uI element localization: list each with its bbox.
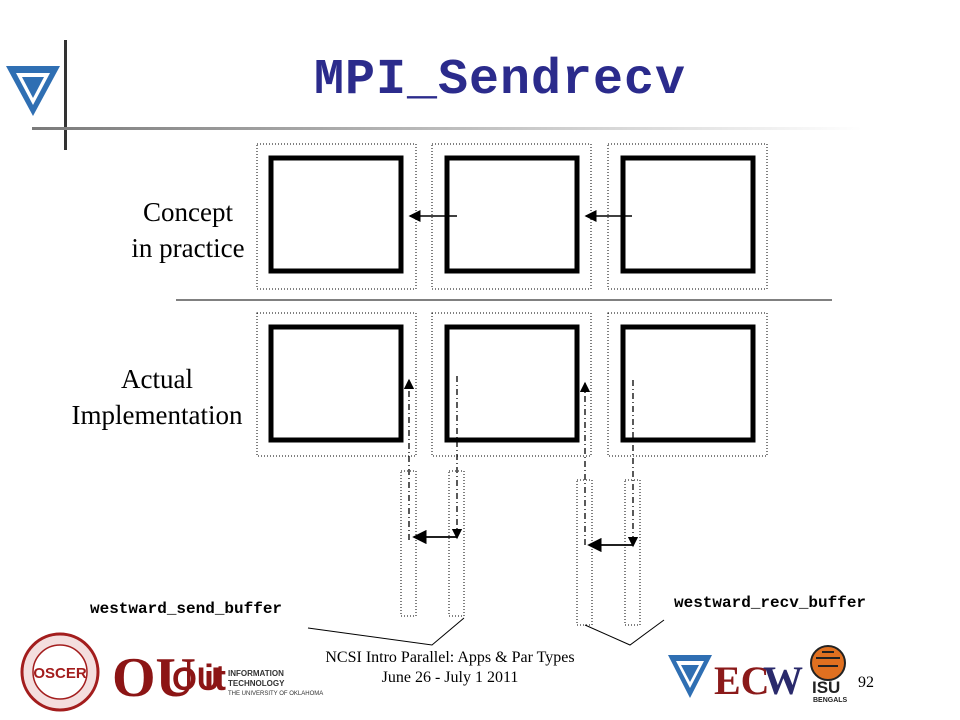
actual-process-2: [431, 312, 592, 457]
ou-it-text-3: THE UNIVERSITY OF OKLAHOMA: [228, 691, 323, 697]
recv-buffer-process-2: [576, 479, 593, 626]
corner-triangle-logo: [6, 66, 60, 116]
concept-row-label: Concept in practice: [112, 194, 264, 266]
svg-text:OU: OU: [112, 647, 196, 709]
footer-triangle-logo: [668, 655, 712, 698]
ecu-logo-w: W: [763, 658, 803, 703]
ecu-logo-text: EC: [714, 658, 770, 703]
isu-text: ISU: [812, 678, 840, 697]
svg-text:OSCER: OSCER: [33, 665, 87, 682]
concept-process-3: [607, 143, 768, 290]
oscer-seal-logo: OSCER: [20, 632, 100, 712]
actual-row-label: Actual Implementation: [54, 361, 260, 433]
send-buffer-process-2: [448, 470, 465, 617]
actual-label-line-2: Implementation: [71, 400, 243, 430]
concept-label-line-1: Concept: [143, 197, 233, 227]
ou-it-logo: OU it INFORMATION TECHNOLOGY THE UNIVERS…: [172, 657, 323, 698]
page-number: 92: [858, 674, 874, 691]
recv-buffer-process-1: [400, 470, 417, 617]
send-buffer-label: westward_send_buffer: [90, 600, 283, 618]
footer-text: NCSI Intro Parallel: Apps & Par Types Ju…: [300, 648, 600, 688]
header-vertical-rule: [64, 40, 67, 150]
slide-title: MPI_Sendrecv: [313, 52, 687, 109]
recv-buffer-label: westward_recv_buffer: [674, 594, 867, 612]
concept-label-line-2: in practice: [131, 233, 245, 263]
ou-it-text-2: TECHNOLOGY: [228, 679, 285, 688]
footer-dates: June 26 - July 1 2011: [381, 669, 519, 686]
ou-it-text-1: INFORMATION: [228, 669, 284, 678]
actual-label-line-1: Actual: [121, 364, 193, 394]
isu-bengals-logo: ISU BENGALS: [810, 645, 848, 704]
actual-process-3: [607, 312, 768, 457]
send-buffer-leader-line: [307, 617, 465, 646]
bengals-text: BENGALS: [813, 697, 848, 704]
actual-process-1: [256, 312, 417, 457]
footer-course: NCSI Intro Parallel: Apps & Par Types: [325, 649, 575, 666]
svg-text:it: it: [204, 657, 226, 698]
svg-text:OU: OU: [172, 661, 220, 697]
ecu-logo: EC W: [714, 658, 803, 703]
ou-logo: OU: [112, 647, 196, 709]
recv-buffer-leader-line: [584, 619, 665, 646]
header-horizontal-rule: [32, 127, 862, 130]
concept-process-1: [256, 143, 417, 290]
send-buffer-process-3: [624, 479, 641, 626]
